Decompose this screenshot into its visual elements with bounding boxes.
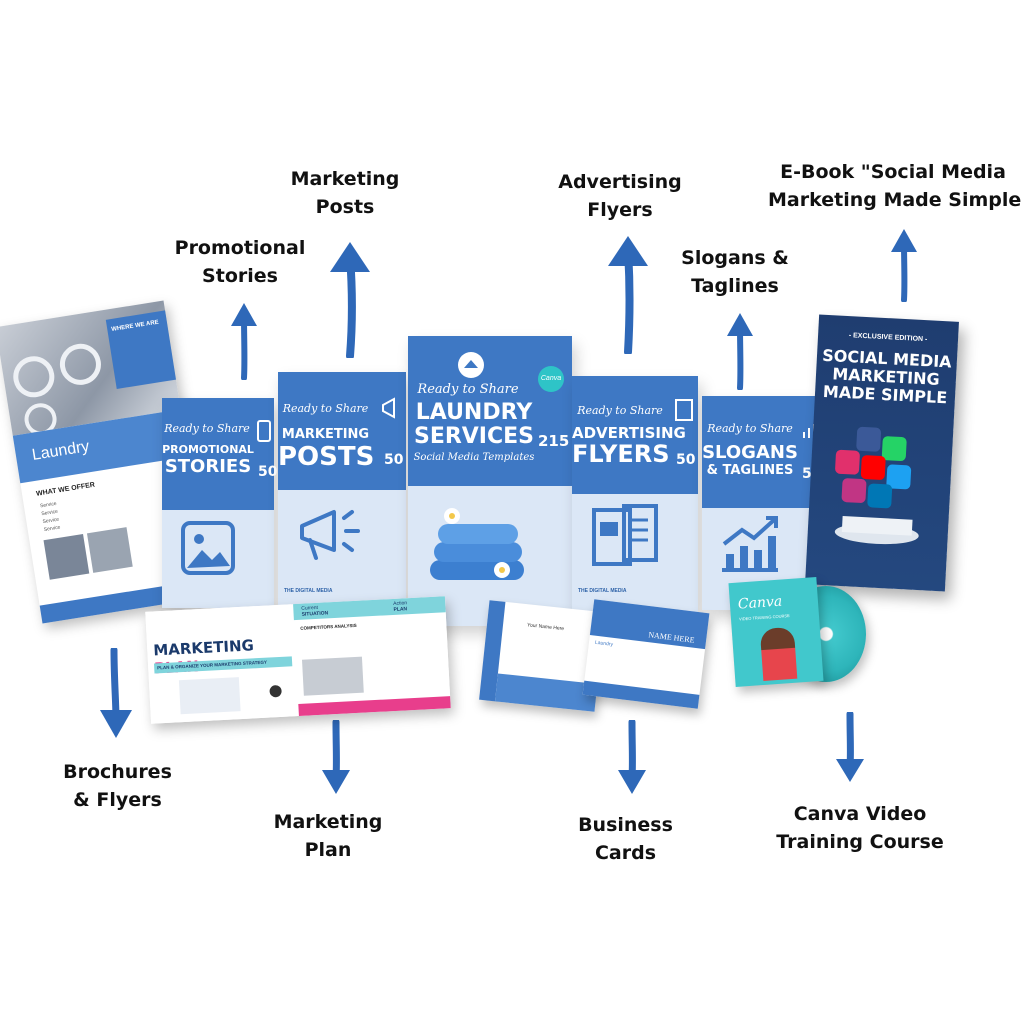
product-box-advertising-flyers: Ready to Share ADVERTISING FLYERS 50 THE… xyxy=(572,376,698,612)
arrow-up-icon xyxy=(727,313,753,390)
plan-right-page: Current SITUATION Action PLAN COMPETITOR… xyxy=(293,596,451,717)
arrow-up-icon xyxy=(330,242,370,358)
towels-icon xyxy=(430,508,524,580)
arrow-down-icon xyxy=(836,712,864,782)
arrow-down-icon xyxy=(100,648,132,738)
brand-mark: THE DIGITAL MEDIA xyxy=(284,588,333,594)
label-ebook: E-Book "Social Media Marketing Made Simp… xyxy=(768,161,1022,211)
megaphone-icon xyxy=(300,510,360,560)
arrow-down-icon xyxy=(322,720,350,794)
laundry-logo-icon xyxy=(458,352,484,378)
business-card-front: NAME HERE Laundry xyxy=(582,599,710,709)
label-marketing-plan: Marketing Plan xyxy=(273,811,383,861)
canva-badge: Canva xyxy=(538,366,564,392)
growth-chart-icon xyxy=(722,516,778,572)
label-promotional-stories: Promotional Stories xyxy=(174,237,306,287)
label-advertising-flyers: Advertising Flyers xyxy=(558,171,682,221)
plan-current-situation: Current SITUATION xyxy=(301,604,329,618)
canva-dvd-case: Canva VIDEO TRAINING COURSE xyxy=(728,577,824,687)
megaphone-icon xyxy=(382,397,395,419)
product-box-slogans-taglines: Ready to Share SLOGANS & TAGLINES 50 xyxy=(702,396,824,610)
label-marketing-posts: Marketing Posts xyxy=(290,168,400,218)
flyer-icon xyxy=(592,504,658,566)
flyer-icon xyxy=(675,399,693,421)
brochure-thumb xyxy=(86,527,133,573)
product-box-promotional-stories: Ready to Share PROMOTIONAL STORIES 50 xyxy=(162,398,277,608)
label-business-cards: Business Cards xyxy=(578,814,673,864)
phone-icon xyxy=(257,420,271,442)
marketing-plan-mockup: MARKETING PLAN PLAN & ORGANIZE YOUR MARK… xyxy=(145,596,451,724)
arrow-up-icon xyxy=(891,229,917,302)
brochure-services: Service Service Service Service xyxy=(39,500,61,534)
arrow-down-icon xyxy=(618,720,646,794)
product-box-laundry-services: Ready to Share LAUNDRY SERVICES Social M… xyxy=(408,336,572,626)
social-icons-icon xyxy=(834,426,919,545)
product-box-marketing-posts: Ready to Share MARKETING POSTS 50 THE DI… xyxy=(278,372,406,612)
label-brochures-flyers: Brochures & Flyers xyxy=(63,761,172,811)
brand-mark: THE DIGITAL MEDIA xyxy=(578,588,627,594)
label-slogans-taglines: Slogans & Taglines xyxy=(681,247,789,297)
brochure-thumb xyxy=(43,534,90,580)
brochure-offer-heading: WHAT WE OFFER xyxy=(35,481,96,498)
plan-left-page: MARKETING PLAN PLAN & ORGANIZE YOUR MARK… xyxy=(145,604,297,724)
arrow-up-icon xyxy=(608,236,648,354)
ebook-title: SOCIAL MEDIA MARKETING MADE SIMPLE xyxy=(821,345,953,408)
plan-action: Action PLAN xyxy=(393,600,408,613)
presenter-photo xyxy=(759,626,798,681)
image-icon xyxy=(181,521,235,575)
ebook-mockup: - EXCLUSIVE EDITION - SOCIAL MEDIA MARKE… xyxy=(805,314,959,592)
label-canva-course: Canva Video Training Course xyxy=(776,803,944,853)
arrow-up-icon xyxy=(231,303,257,380)
brochure-location-panel: WHERE WE ARE xyxy=(105,310,177,389)
brochure-mockup: WHERE WE ARE Laundry WHAT WE OFFER Servi… xyxy=(0,300,211,624)
